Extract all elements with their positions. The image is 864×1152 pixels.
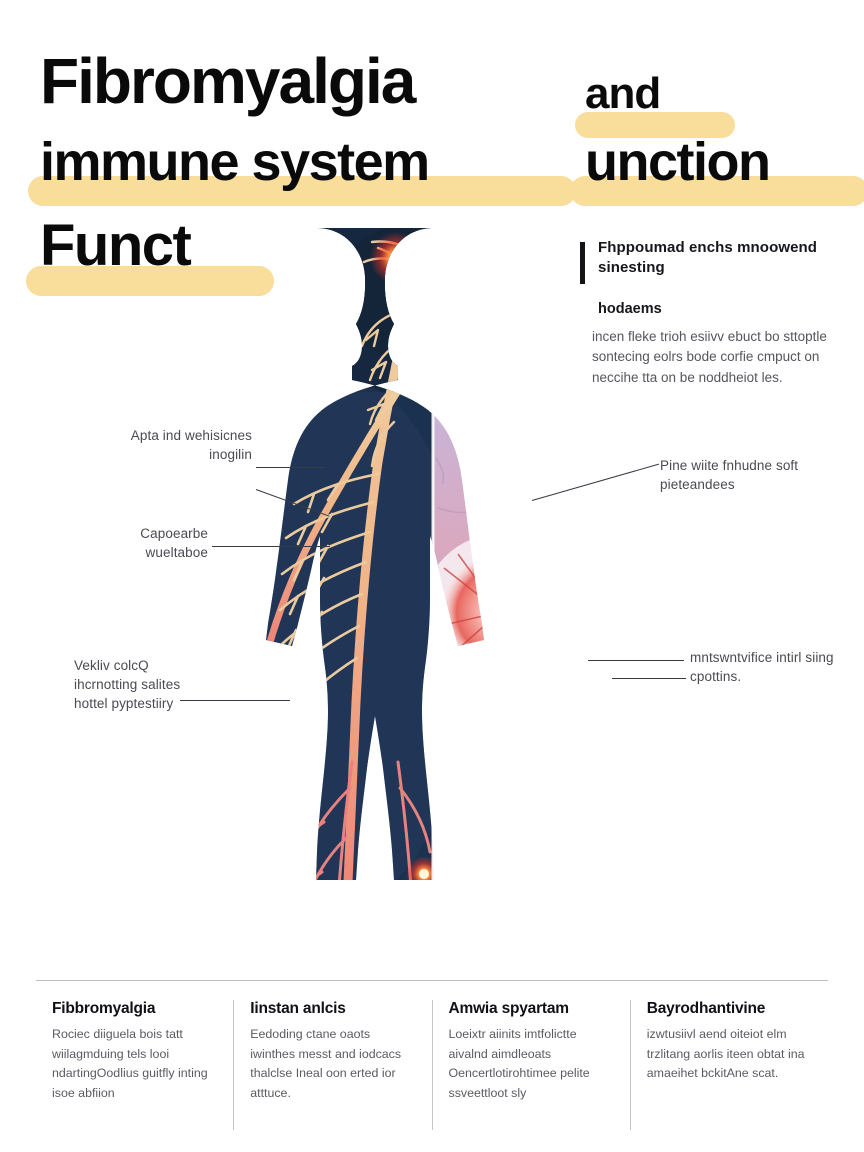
note-body: incen fleke trioh esiivv ebuct bo sttopt… xyxy=(592,328,827,386)
lymphocyte-cluster xyxy=(433,696,484,808)
callout-pain-receptor: Capoearbe wueltaboe xyxy=(140,526,208,561)
title-highlight-unction xyxy=(570,176,864,206)
title-line-2: immune system unction xyxy=(28,132,864,208)
title-word-funct: Funct xyxy=(40,213,192,278)
footer-title-4: Bayrodhantivine xyxy=(646,1000,766,1017)
leader-pain-receptor xyxy=(212,546,330,547)
title-word-fibromyalgia: Fibromyalgia xyxy=(40,45,416,117)
title-word-unction: unction xyxy=(585,132,771,192)
dendritic-cell xyxy=(540,772,620,852)
body-diagram-svg xyxy=(266,222,626,982)
footer-column-4: Bayrodhantivine izwtusiivl aend oiteiot … xyxy=(629,1000,828,1130)
footer-body-1: Rociec diiguela bois tatt wiilagmduing t… xyxy=(52,1027,208,1100)
leader-nerve-signal-a xyxy=(256,467,326,468)
title-word-immune-system: immune system xyxy=(40,132,430,192)
footer-body-3: Loeixtr aiinits imtfolictte aivalnd aimd… xyxy=(448,1027,590,1100)
callout-nerve-signal: Apta ind wehisicnes inogilin xyxy=(130,428,252,463)
inflammation-cell xyxy=(433,534,484,690)
footer-divider xyxy=(36,980,828,981)
callout-cytokine: mntswntvifice intirl siing cpottins. xyxy=(690,650,834,685)
footer-title-3: Amwia spyartam xyxy=(448,1000,570,1017)
title-highlight-immune xyxy=(28,176,576,206)
footer-columns: Fibbromyalgia Rociec diiguela bois tatt … xyxy=(36,1000,828,1130)
callout-immune-cell: Pine wiite fnhudne soft pieteandees xyxy=(660,458,799,493)
footer-title-2: Iinstan anlcis xyxy=(250,1000,346,1017)
title-word-and: and xyxy=(585,69,661,118)
note-heading: Fhppoumad enchs mnoowend sinesting xyxy=(598,239,818,277)
nervous-system-half xyxy=(266,228,433,880)
footer-body-4: izwtusiivl aend oiteiot elm trzlitang ao… xyxy=(646,1027,805,1081)
note-accent-bar xyxy=(580,242,585,284)
title-line-1: Fibromyalgia and xyxy=(40,45,840,138)
footer-column-1: Fibbromyalgia Rociec diiguela bois tatt … xyxy=(36,1000,233,1130)
title-highlight-and xyxy=(575,112,735,138)
footer-column-2: Iinstan anlcis Eedoding ctane oaots iwin… xyxy=(233,1000,431,1130)
footer-column-3: Amwia spyartam Loeixtr aiinits imtfolict… xyxy=(431,1000,630,1130)
immune-cells-head xyxy=(450,304,484,494)
leader-cytokine-b xyxy=(612,678,686,679)
note-subheading: hodaems xyxy=(598,300,662,317)
mast-cell xyxy=(480,474,484,562)
footer-title-1: Fibbromyalgia xyxy=(52,1000,156,1017)
red-blood-cells xyxy=(535,500,626,982)
leader-chronic-pain xyxy=(180,700,290,701)
leader-cytokine-a xyxy=(588,660,684,661)
intro-note: Fhppoumad enchs mnoowend sinesting hodae… xyxy=(580,238,830,389)
callout-chronic-pain: Vekliv colcQ ihcrnotting salites hottel … xyxy=(74,658,181,712)
split-body-illustration xyxy=(228,222,638,982)
footer-body-2: Eedoding ctane oaots iwinthes messt and … xyxy=(250,1027,402,1100)
